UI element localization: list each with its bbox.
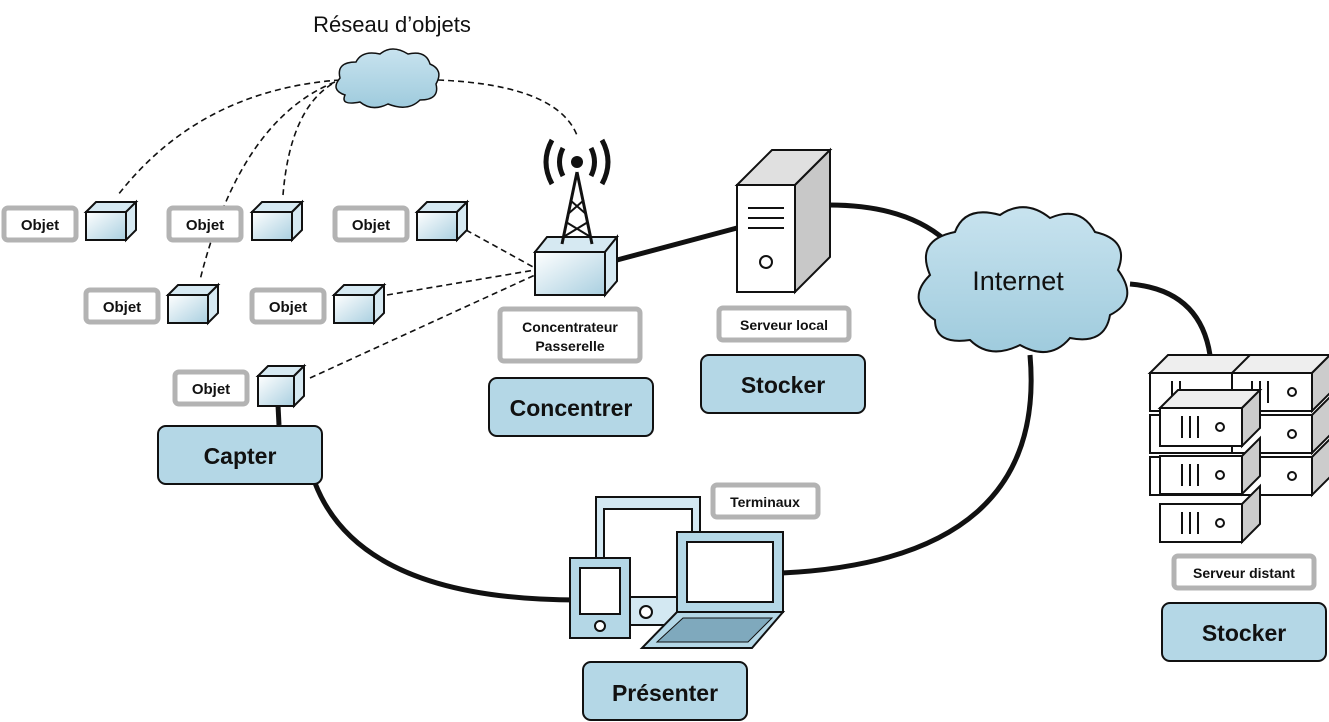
object-label: Objet [332, 205, 410, 243]
dashed-links [117, 79, 579, 379]
local-server-icon [734, 147, 833, 295]
object-cube-icon [83, 199, 139, 243]
svg-text:Objet: Objet [186, 217, 224, 234]
svg-text:Objet: Objet [269, 299, 307, 316]
remote-servers-icon [1147, 354, 1329, 545]
svg-text:Terminaux: Terminaux [730, 494, 800, 510]
svg-text:Présenter: Présenter [612, 680, 718, 706]
sensor-object-cube-icon [255, 363, 307, 409]
svg-text:Passerelle: Passerelle [535, 338, 604, 354]
object-label: Objet [83, 287, 161, 325]
internet-cloud-icon: Internet [917, 206, 1129, 353]
svg-text:Serveur distant: Serveur distant [1193, 565, 1295, 581]
svg-text:Stocker: Stocker [1202, 620, 1286, 646]
stage-presenter: Présenter [582, 661, 748, 721]
object-cube-icon [249, 199, 305, 243]
diagram-title: Réseau d’objets [313, 12, 471, 37]
svg-text:Objet: Objet [352, 217, 390, 234]
object-cube-icon [414, 199, 470, 243]
object-cube-icon [165, 282, 221, 326]
svg-text:Serveur local: Serveur local [740, 317, 828, 333]
terminals-icon [569, 496, 786, 649]
svg-text:Concentrateur: Concentrateur [522, 319, 618, 335]
sensor-object-label: Objet [172, 369, 250, 407]
internet-label: Internet [972, 266, 1064, 296]
object-label: Objet [166, 205, 244, 243]
object-cube-icon [331, 282, 387, 326]
svg-text:Objet: Objet [21, 217, 59, 234]
object-network-cloud-icon [335, 48, 440, 109]
object-label: Objet [1, 205, 79, 243]
stage-stocker-distant: Stocker [1161, 602, 1327, 662]
main-network-ring [275, 202, 1213, 603]
stage-stocker-local: Stocker [700, 354, 866, 414]
svg-text:Objet: Objet [192, 381, 230, 398]
object-label: Objet [249, 287, 327, 325]
gateway-antenna-icon [532, 138, 620, 298]
stage-concentrer: Concentrer [488, 377, 654, 437]
local-server-label: Serveur local [716, 305, 852, 343]
gateway-label: Concentrateur Passerelle [497, 306, 643, 364]
svg-text:Capter: Capter [204, 443, 277, 469]
terminals-label: Terminaux [710, 482, 821, 520]
svg-text:Objet: Objet [103, 299, 141, 316]
remote-server-label: Serveur distant [1171, 553, 1317, 591]
stage-capter: Capter [157, 425, 323, 485]
svg-text:Concentrer: Concentrer [510, 395, 633, 421]
svg-text:Stocker: Stocker [741, 372, 825, 398]
